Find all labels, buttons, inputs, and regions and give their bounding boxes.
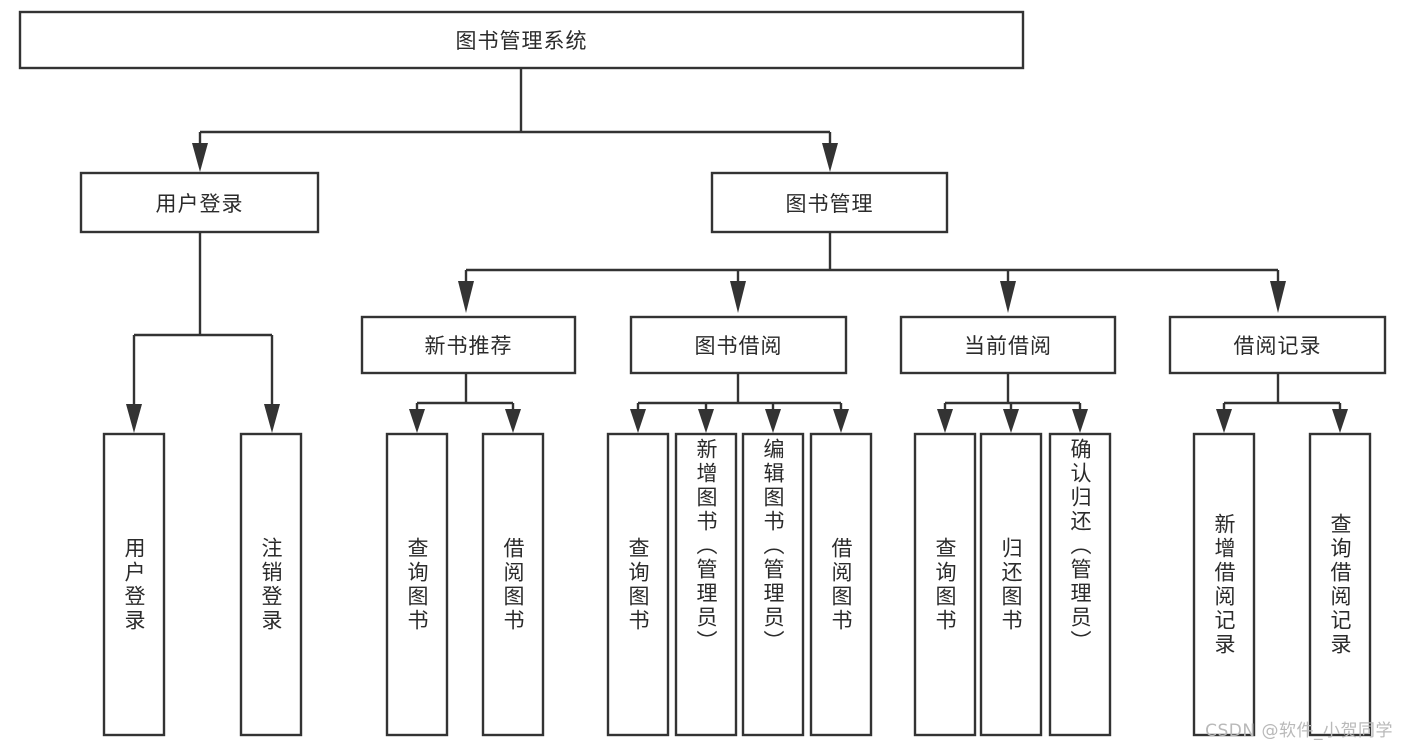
node-leaf-query-record-box[interactable] [1308,432,1372,737]
arrowhead-leaf-add-book [698,409,714,433]
node-leaf-query-book-3-box[interactable] [913,432,977,737]
node-user-login-box[interactable] [79,171,320,234]
csdn-watermark: CSDN @软件_小贺同学 [1205,721,1393,741]
arrowhead-current-borrow [1000,281,1016,313]
node-leaf-confirm-return-box[interactable] [1048,432,1112,737]
node-current-borrow-box[interactable] [899,315,1117,375]
node-leaf-add-record-box[interactable] [1192,432,1256,737]
node-root-box[interactable] [18,10,1025,70]
node-leaf-user-logout-box[interactable] [239,432,303,737]
arrowhead-leaf-confirm-return [1072,409,1088,433]
node-leaf-borrow-book-2-box[interactable] [809,432,873,737]
arrowhead-leaf-user-login [126,404,142,433]
node-borrow-record-box[interactable] [1168,315,1387,375]
arrowhead-leaf-user-logout [264,404,280,433]
arrowhead-leaf-query-record [1332,409,1348,433]
arrowhead-leaf-borrow-book-1 [505,409,521,433]
arrowhead-leaf-return-book [1003,409,1019,433]
node-leaf-user-login-box[interactable] [102,432,166,737]
arrowhead-leaf-query-book-2 [630,409,646,433]
arrowhead-leaf-edit-book [765,409,781,433]
node-new-book-rec-box[interactable] [360,315,577,375]
node-book-manage-box[interactable] [710,171,949,234]
node-leaf-edit-book-box[interactable] [741,432,805,737]
arrowhead-book-manage [822,143,838,172]
arrowhead-leaf-query-book-3 [937,409,953,433]
node-leaf-query-book-1-box[interactable] [385,432,449,737]
node-book-borrow-box[interactable] [629,315,848,375]
arrowhead-leaf-add-record [1216,409,1232,433]
arrowhead-user-login [192,143,208,172]
arrowhead-book-borrow [730,281,746,313]
node-leaf-return-book-box[interactable] [979,432,1043,737]
arrowhead-new-book-rec [458,281,474,313]
node-leaf-add-book-box[interactable] [674,432,738,737]
node-leaf-query-book-2-box[interactable] [606,432,670,737]
node-leaf-borrow-book-1-box[interactable] [481,432,545,737]
arrowhead-leaf-borrow-book-2 [833,409,849,433]
arrowhead-leaf-query-book-1 [409,409,425,433]
arrowhead-borrow-record [1270,281,1286,313]
